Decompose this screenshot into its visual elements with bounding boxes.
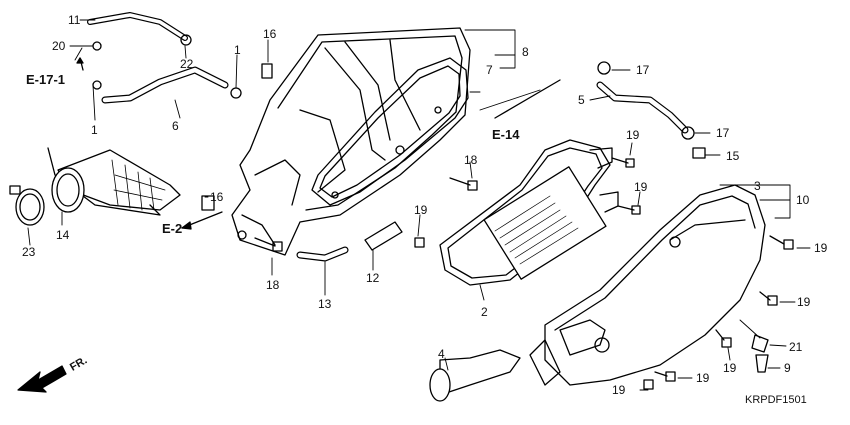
air-cleaner-element xyxy=(439,139,619,286)
callout-11: 11 xyxy=(68,13,81,27)
callout-12: 12 xyxy=(366,271,380,285)
callout-22: 22 xyxy=(180,57,194,71)
callout-9: 9 xyxy=(784,361,791,375)
section-ref-e2: E-2 xyxy=(162,221,183,236)
callout-19-d: 19 xyxy=(814,241,828,255)
callout-19-b: 19 xyxy=(634,180,648,194)
front-direction-arrow xyxy=(17,365,67,393)
callout-1-left: 1 xyxy=(91,123,98,137)
section-ref-e17-1: E-17-1 xyxy=(26,72,66,87)
callout-16-top: 16 xyxy=(263,27,277,41)
reference-arrows xyxy=(76,57,561,230)
callout-17-top: 17 xyxy=(636,63,650,77)
callout-4: 4 xyxy=(438,347,445,361)
section-ref-e14: E-14 xyxy=(492,127,520,142)
connecting-tube xyxy=(47,147,181,216)
callout-18-left: 18 xyxy=(266,278,280,292)
callout-17-bottom: 17 xyxy=(716,126,730,140)
callout-14: 14 xyxy=(56,228,70,242)
callout-2: 2 xyxy=(481,305,488,319)
callout-19-a: 19 xyxy=(626,128,640,142)
callout-23: 23 xyxy=(22,245,36,259)
callout-15: 15 xyxy=(726,149,740,163)
callout-5: 5 xyxy=(578,93,585,107)
bolts-and-screws xyxy=(254,157,794,390)
callout-19-h: 19 xyxy=(612,383,626,397)
callout-19-g: 19 xyxy=(696,371,710,385)
tube-band xyxy=(9,185,45,226)
element-seal xyxy=(311,57,469,206)
callout-16-mid: 16 xyxy=(210,190,224,204)
callout-3: 3 xyxy=(754,179,761,193)
callout-19-c: 19 xyxy=(414,203,428,217)
callout-8: 8 xyxy=(522,45,529,59)
drawing-code: KRPDF1501 xyxy=(745,394,807,406)
air-cleaner-case xyxy=(231,27,471,256)
callout-18-right: 18 xyxy=(464,153,478,167)
callout-1-top: 1 xyxy=(234,43,241,57)
drain-tubes xyxy=(87,12,689,262)
callout-21: 21 xyxy=(789,340,803,354)
callout-19-e: 19 xyxy=(797,295,811,309)
callout-13: 13 xyxy=(318,297,332,311)
leader-lines xyxy=(27,19,811,391)
callout-20: 20 xyxy=(52,39,66,53)
callout-6: 6 xyxy=(172,119,179,133)
air-cleaner-cover xyxy=(529,184,766,386)
callout-10: 10 xyxy=(796,193,810,207)
clips-and-small-parts xyxy=(92,34,769,402)
callout-19-f: 19 xyxy=(723,361,737,375)
callout-7: 7 xyxy=(486,63,493,77)
